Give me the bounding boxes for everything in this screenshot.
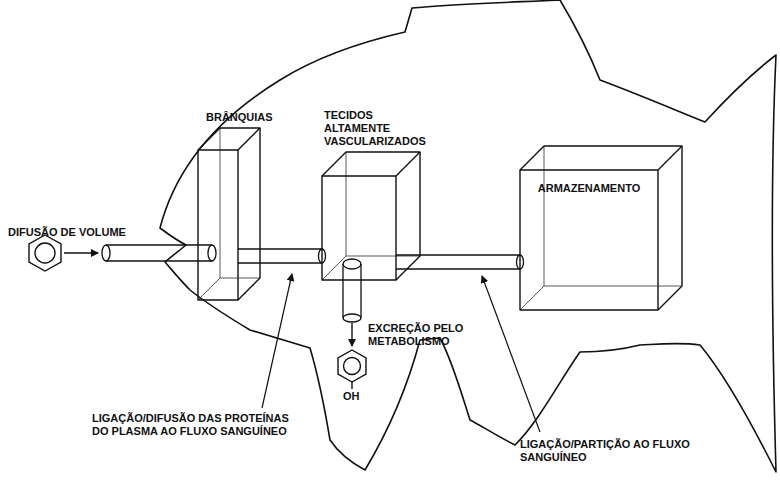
annotation-label: DIFUSÃO DE VOLUME xyxy=(8,226,158,239)
annotation-label: LIGAÇÃO/DIFUSÃO DAS PROTEÍNAS DO PLASMA … xyxy=(92,412,292,438)
inflow-arrow xyxy=(64,252,98,253)
leader-line xyxy=(262,274,292,408)
compartment-label: BRÂNQUIAS xyxy=(206,111,273,124)
excretion-arrow xyxy=(351,323,352,346)
compartment-box: ARMAZENAMENTO xyxy=(520,170,658,310)
compartment-label: ARMAZENAMENTO xyxy=(520,170,658,195)
compartment-box: BRÂNQUIAS xyxy=(198,150,238,300)
annotation-label: EXCREÇÃO PELO METABOLISMO xyxy=(368,322,478,348)
compartment-box: TECIDOS ALTAMENTE VASCULARIZADOS xyxy=(322,176,396,280)
excretion-tube xyxy=(343,259,361,322)
annotation-label: OH xyxy=(343,390,373,403)
benzene-symbol xyxy=(29,235,61,271)
inflow-tube xyxy=(102,245,216,261)
box-outline xyxy=(322,176,396,280)
phenol-symbol xyxy=(338,350,366,389)
compartment-label: TECIDOS ALTAMENTE VASCULARIZADOS xyxy=(324,109,426,148)
blood-tube xyxy=(396,255,524,269)
leader-line xyxy=(482,276,540,432)
fish-outline xyxy=(160,0,776,472)
box-outline xyxy=(198,150,238,300)
blood-tube xyxy=(238,249,326,263)
annotation-label: LIGAÇÃO/PARTIÇÃO AO FLUXO SANGUÍNEO xyxy=(520,438,690,464)
